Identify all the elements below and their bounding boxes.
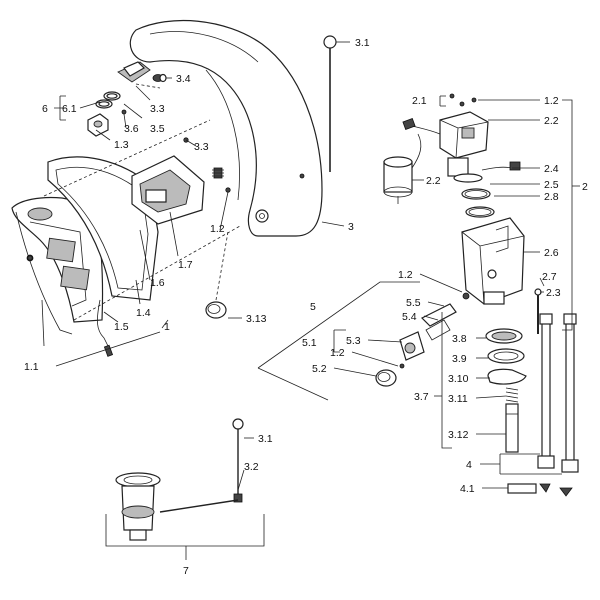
- label-1-6: 1.6: [150, 277, 165, 289]
- assembly-line: [73, 225, 241, 321]
- label-6: 6: [42, 103, 48, 115]
- label-3-11: 3.11: [448, 393, 468, 405]
- cable-plug: [103, 344, 114, 357]
- spout-body: [129, 19, 323, 237]
- label-5: 5: [310, 301, 316, 313]
- label-1-5: 1.5: [114, 321, 129, 333]
- solenoid-group: [383, 93, 542, 334]
- label-2-3: 2.3: [546, 287, 561, 299]
- label-3-12: 3.12: [448, 429, 469, 441]
- label-1-2d: 1.2: [330, 347, 345, 359]
- label-2-1: 2.1: [412, 95, 427, 107]
- o-ring-set: [87, 91, 127, 137]
- cartridge-group: [485, 328, 527, 453]
- label-1-4: 1.4: [136, 307, 151, 319]
- front-cover: [11, 196, 104, 335]
- label-1-3: 1.3: [114, 139, 129, 151]
- label-3-1-bottom: 3.1: [258, 433, 273, 445]
- circuit-board: [131, 155, 205, 225]
- label-3-6: 3.6: [124, 123, 139, 135]
- label-5-1: 5.1: [302, 337, 317, 349]
- label-5-2: 5.2: [312, 363, 327, 375]
- sensor-cap: [117, 61, 167, 83]
- screw: [27, 255, 33, 261]
- label-7: 7: [183, 565, 189, 577]
- lift-rod-top: [323, 35, 337, 172]
- label-3-7: 3.7: [414, 391, 429, 403]
- mixing-group: [375, 292, 470, 387]
- label-4: 4: [466, 459, 472, 471]
- label-2-4: 2.4: [544, 163, 559, 175]
- label-3-1-top: 3.1: [355, 37, 370, 49]
- label-5-5: 5.5: [406, 297, 421, 309]
- label-2-5: 2.5: [544, 179, 559, 191]
- label-3-13: 3.13: [246, 313, 267, 325]
- label-2-2b: 2.2: [426, 175, 441, 187]
- label-1: 1: [164, 321, 170, 333]
- assembly-line: [215, 231, 229, 301]
- label-3-4: 3.4: [176, 73, 191, 85]
- assembly-line: [135, 83, 161, 89]
- supply-hoses: [507, 313, 579, 497]
- spring-3-3: [212, 167, 224, 179]
- leader-lines: [41, 41, 580, 560]
- label-2-7: 2.7: [542, 271, 557, 283]
- label-1-7: 1.7: [178, 259, 193, 271]
- label-3-9: 3.9: [452, 353, 467, 365]
- label-5-3: 5.3: [346, 335, 361, 347]
- label-1-1: 1.1: [24, 361, 39, 373]
- label-2: 2: [582, 181, 588, 193]
- label-5-4: 5.4: [402, 311, 417, 323]
- label-3-3b: 3.3: [194, 141, 209, 153]
- gasket-frame: [47, 156, 159, 301]
- label-2-8: 2.8: [544, 191, 559, 203]
- label-1-2c: 1.2: [398, 269, 413, 281]
- label-4-1: 4.1: [460, 483, 475, 495]
- label-1-2a: 1.2: [210, 223, 225, 235]
- label-3-8: 3.8: [452, 333, 467, 345]
- label-1-2b: 1.2: [544, 95, 559, 107]
- label-2-2a: 2.2: [544, 115, 559, 127]
- assembly-line: [43, 119, 211, 197]
- button-3-13: [205, 301, 227, 319]
- label-3: 3: [348, 221, 354, 233]
- part-labels: 3.1 3.4 6 6.1 3.3 3.5 3.6 1.3 3.3 1.2 3 …: [24, 37, 588, 577]
- drain-assembly: [115, 418, 244, 541]
- label-6-1: 6.1: [62, 103, 77, 115]
- label-2-6: 2.6: [544, 247, 559, 259]
- label-3-3a: 3.3: [150, 103, 165, 115]
- label-3-5: 3.5: [150, 123, 165, 135]
- label-3-2: 3.2: [244, 461, 259, 473]
- screw: [225, 187, 231, 193]
- label-3-10: 3.10: [448, 373, 469, 385]
